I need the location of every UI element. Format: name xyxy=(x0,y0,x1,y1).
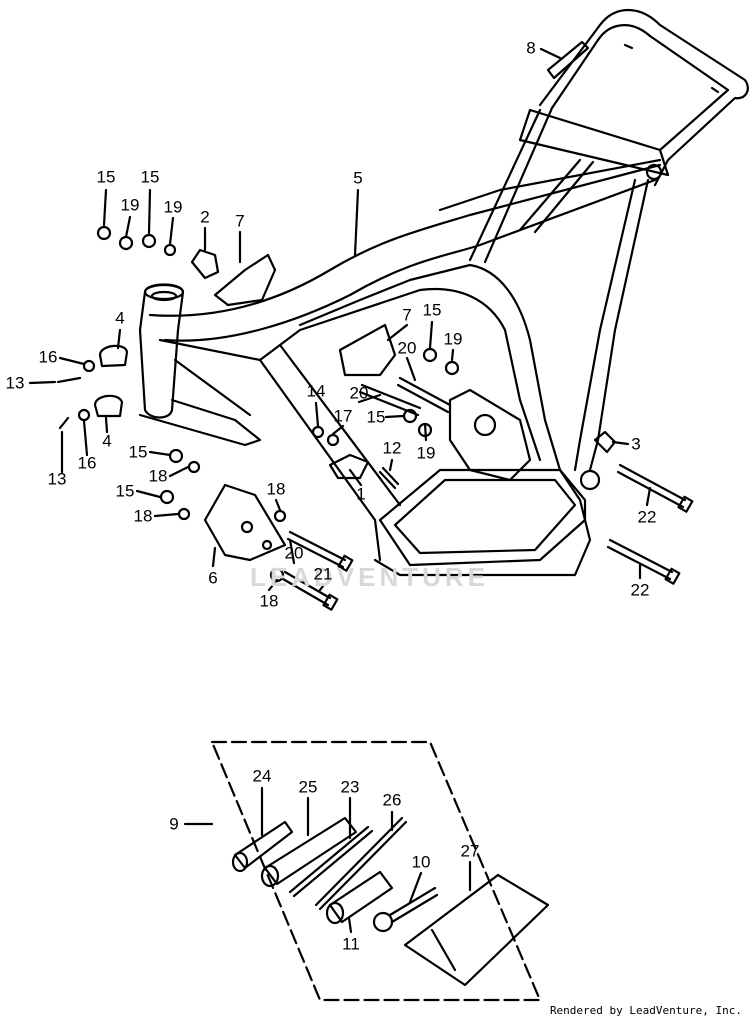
tool-25 xyxy=(263,816,358,886)
callout-c-10: 10 xyxy=(411,852,431,872)
skid-plate xyxy=(378,468,587,567)
callout-c-21: 21 xyxy=(313,564,333,584)
down-tube xyxy=(138,398,262,447)
top-tube xyxy=(148,163,662,317)
callout-c-15d: 15 xyxy=(115,481,135,501)
callout-c-15c: 15 xyxy=(128,442,148,462)
callout-c-27: 27 xyxy=(460,841,480,861)
callout-c-18a: 18 xyxy=(148,466,168,486)
callout-c-19c: 19 xyxy=(443,329,463,349)
callout-c-20c: 20 xyxy=(284,543,304,563)
callout-c-13a: 13 xyxy=(5,373,25,393)
callout-c-7b: 7 xyxy=(402,305,412,325)
callout-c-15a: 15 xyxy=(96,167,116,187)
rear-loop-tube xyxy=(598,9,749,187)
callout-c-25: 25 xyxy=(298,777,318,797)
main-frame xyxy=(298,263,592,577)
bolt-22-upper xyxy=(616,463,687,509)
callout-c-15f: 15 xyxy=(366,407,386,427)
bolt-20 xyxy=(281,570,332,607)
tool-24 xyxy=(233,820,294,870)
callout-c-18b: 18 xyxy=(133,506,153,526)
callout-c-20a: 20 xyxy=(397,338,417,358)
gusset-7-left xyxy=(213,253,277,307)
callout-c-15e: 15 xyxy=(422,300,442,320)
tool-pouch-27 xyxy=(403,873,550,987)
callout-c-18d: 18 xyxy=(259,591,279,611)
callout-c-22b: 22 xyxy=(630,580,650,600)
callout-c-20b: 20 xyxy=(349,383,369,403)
bolt-21 xyxy=(286,530,347,569)
toolkit-outline xyxy=(210,740,542,1002)
callout-c-18c: 18 xyxy=(266,479,286,499)
callout-c-4b: 4 xyxy=(102,431,112,451)
callout-c-17: 17 xyxy=(333,406,353,426)
callout-c-14: 14 xyxy=(306,381,326,401)
callout-c-2: 2 xyxy=(200,207,210,227)
callout-c-6: 6 xyxy=(208,568,218,588)
callout-c-8: 8 xyxy=(526,38,536,58)
callout-c-19d: 19 xyxy=(416,443,436,463)
callout-c-26: 26 xyxy=(382,790,402,810)
callout-c-9: 9 xyxy=(169,814,179,834)
callout-c-19a: 19 xyxy=(120,195,140,215)
rear-down-tube xyxy=(573,178,637,472)
bracket-6 xyxy=(203,483,287,562)
callout-c-11: 11 xyxy=(342,934,360,954)
watermark: LEADVENTURE xyxy=(250,562,490,592)
rear-crossbar xyxy=(518,108,670,177)
callout-c-13b: 13 xyxy=(47,469,67,489)
tool-23 xyxy=(288,825,374,898)
bolt-22-lower xyxy=(606,538,674,581)
tool-26 xyxy=(314,816,408,911)
callout-c-1: 1 xyxy=(356,484,366,504)
callout-c-7a: 7 xyxy=(235,211,245,231)
gusset-7-right xyxy=(338,323,397,377)
callout-c-16a: 16 xyxy=(38,347,58,367)
callout-c-12: 12 xyxy=(382,438,402,458)
callout-c-3: 3 xyxy=(631,434,641,454)
callout-c-22a: 22 xyxy=(637,507,657,527)
tool-11 xyxy=(328,870,394,924)
tool-10 xyxy=(388,886,439,924)
callout-c-15b: 15 xyxy=(140,167,160,187)
callout-c-16b: 16 xyxy=(77,453,97,473)
callout-c-23: 23 xyxy=(340,777,360,797)
callout-c-4a: 4 xyxy=(115,308,125,328)
steering-head xyxy=(138,283,185,419)
credit-text: Rendered by LeadVenture, Inc. xyxy=(549,1004,742,1017)
callout-c-19b: 19 xyxy=(163,197,183,217)
rubber-8 xyxy=(546,40,590,80)
callout-c-5: 5 xyxy=(353,168,363,188)
callout-c-24: 24 xyxy=(252,766,272,786)
